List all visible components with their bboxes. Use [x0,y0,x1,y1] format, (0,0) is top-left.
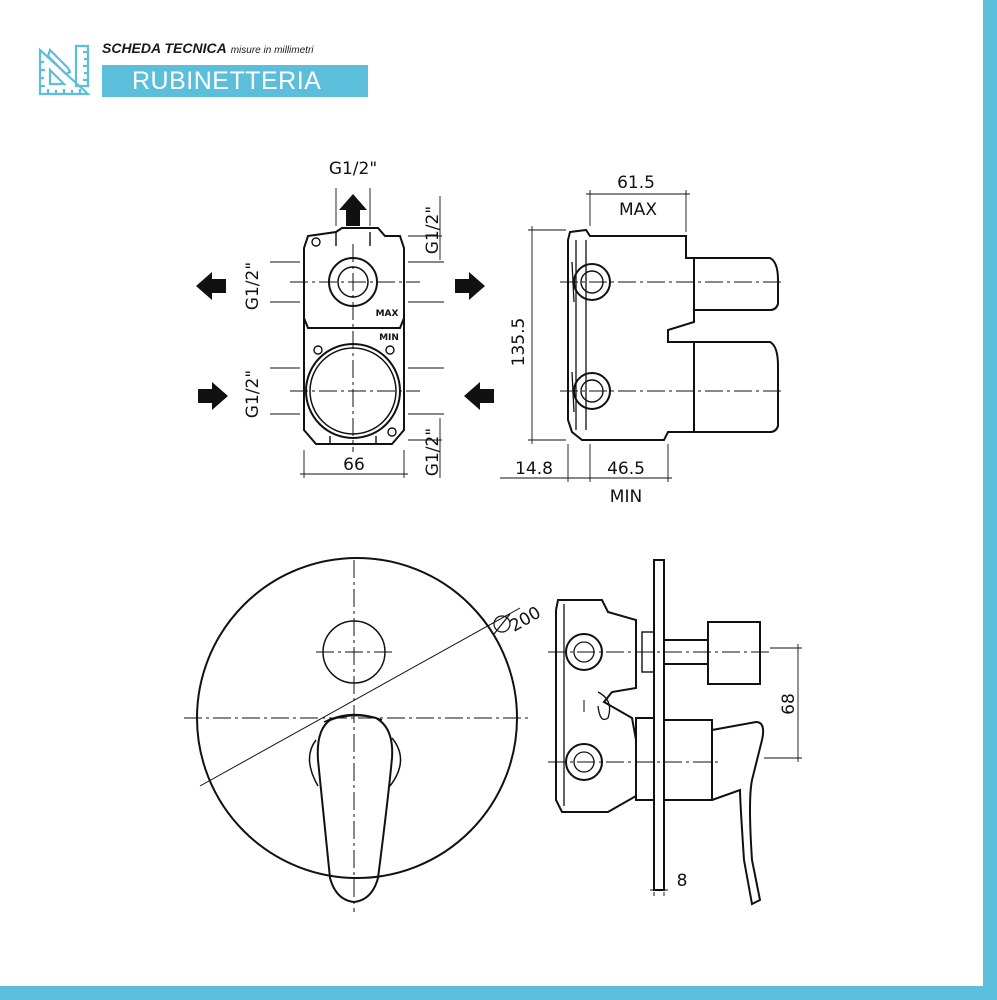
min-mark: MIN [379,333,399,343]
depth-min-label: MIN [610,487,642,507]
side-view [567,228,779,441]
depth-max-label: MAX [619,200,657,220]
depth-max-value: 61.5 [617,173,655,193]
offset-dimension: 14.8 [515,459,553,479]
arrow-up-icon [339,194,367,226]
front-extension-lines [270,188,444,478]
plate-view [196,557,521,904]
arrow-left-in-icon [464,382,494,410]
height-dimension: 135.5 [509,318,529,367]
side-extension-lines [500,190,690,482]
category-banner: RUBINETTERIA [102,65,368,97]
flow-arrows [196,194,494,410]
arrow-right-icon [455,272,485,300]
bottom-border [0,986,997,1000]
ruler-pencil-icon [38,44,91,96]
diameter-symbol-icon [493,613,511,635]
left-upper-thread-label: G1/2" [243,262,263,310]
arrow-left-icon [196,272,226,300]
side-centerlines [560,281,784,392]
plate-centerlines [184,560,530,912]
diameter-dimension: 200 [506,603,544,637]
left-lower-thread-label: G1/2" [243,370,263,418]
front-centerlines [290,244,420,452]
plate-thickness-dimension: 8 [677,871,688,891]
right-top-thread-label: G1/2" [423,206,443,254]
top-thread-label: G1/2" [329,159,377,179]
arrow-right-in-icon [198,382,228,410]
document-title: SCHEDA TECNICA [102,40,227,56]
spacing-dimension: 68 [779,693,799,715]
right-border [983,0,997,1000]
units-note: misure in millimetri [230,45,314,56]
right-bottom-thread-label: G1/2" [423,428,443,476]
width-dimension: 66 [343,455,365,475]
assembly-extension-lines [650,644,802,896]
depth-min-value: 46.5 [607,459,645,479]
max-mark: MAX [376,309,399,319]
assembly-view [555,559,765,906]
assembly-centerlines [548,651,770,763]
